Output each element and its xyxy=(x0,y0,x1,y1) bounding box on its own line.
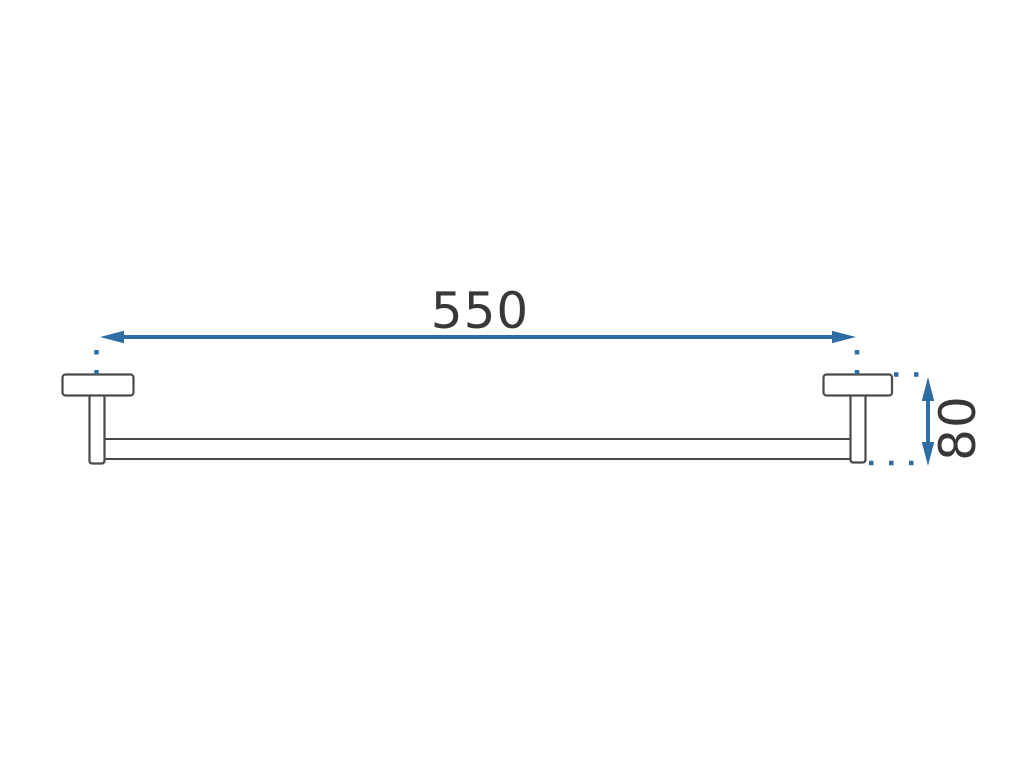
width-dimension: 550 xyxy=(100,282,856,344)
height-dimension: 80 xyxy=(921,377,987,466)
towel-bar xyxy=(103,438,852,460)
arrow-right-icon xyxy=(832,330,856,344)
extension-lines xyxy=(94,350,920,466)
width-dimension-label: 550 xyxy=(431,282,529,340)
towel-rail-outline xyxy=(61,373,894,465)
left-post xyxy=(88,393,106,465)
height-dimension-label: 80 xyxy=(929,395,987,461)
arrow-up-icon xyxy=(921,377,935,401)
arrow-left-icon xyxy=(100,330,124,344)
right-post xyxy=(849,393,867,464)
arrow-down-icon xyxy=(921,442,935,466)
right-wall-mount xyxy=(822,373,894,397)
left-wall-mount xyxy=(61,373,135,397)
